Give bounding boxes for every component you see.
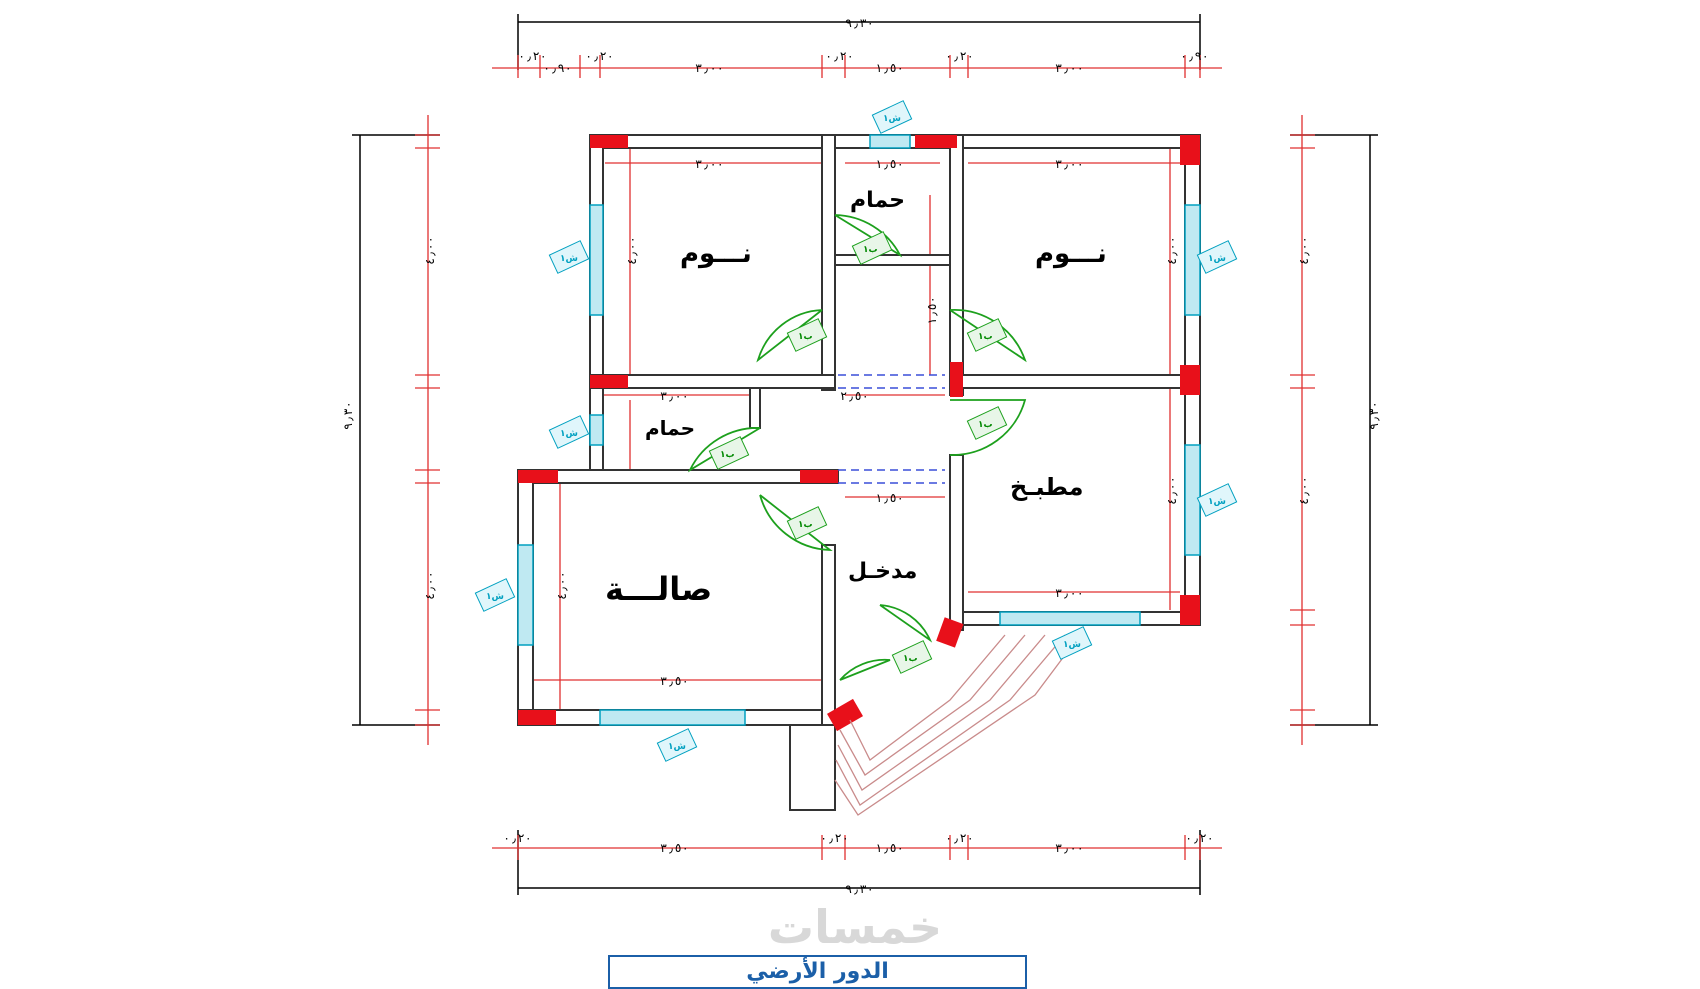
room-label-kitchen: مطبـخ bbox=[1010, 473, 1084, 501]
chain-label: ٤٫٠٠ bbox=[423, 236, 437, 265]
room-label-entrance: مدخـل bbox=[848, 559, 917, 584]
dimension-chains bbox=[415, 55, 1315, 860]
interior-label: ٣٫٠٠ bbox=[1055, 586, 1084, 600]
svg-text:ب١: ب١ bbox=[903, 654, 918, 664]
interior-label: ١٫٥٠ bbox=[875, 491, 904, 505]
chain-label: ٠٫٩٠ bbox=[1180, 49, 1209, 63]
chain-label: ٣٫٠٠ bbox=[1055, 61, 1084, 75]
door-tag: ب١ bbox=[966, 406, 1008, 440]
interior-label: ٢٫٥٠ bbox=[840, 389, 869, 403]
interior-label: ٤٫٠٠ bbox=[1165, 476, 1179, 505]
svg-text:ب١: ب١ bbox=[978, 332, 993, 342]
room-label-bedroom-right: نـــوم bbox=[1035, 239, 1107, 269]
chain-label: ٤٫٠٠ bbox=[1297, 476, 1311, 505]
overall-height-right: ٩٫٣٠ bbox=[1367, 401, 1381, 430]
overall-height-left: ٩٫٣٠ bbox=[341, 401, 355, 430]
window-tag: ش١ bbox=[656, 728, 698, 762]
chain-label: ٠٫٢٠ bbox=[820, 831, 849, 845]
window-tag: ش١ bbox=[548, 415, 590, 449]
interior-label: ٤٫٠٠ bbox=[625, 236, 639, 265]
chain-label: ٠٫٢٠ bbox=[825, 49, 854, 63]
chain-label: ٠٫٩٠ bbox=[543, 61, 572, 75]
svg-text:ب١: ب١ bbox=[798, 332, 813, 342]
room-label-bath-top: حمام bbox=[850, 188, 905, 213]
interior-label: ١٫٥٠ bbox=[875, 157, 904, 171]
plan-title: الدور الأرضي bbox=[608, 955, 1027, 989]
overall-width-bottom: ٩٫٣٠ bbox=[845, 882, 874, 896]
interior-label: ٣٫٠٠ bbox=[1055, 157, 1084, 171]
chain-labels: ٠٫٢٠ ٠٫٩٠ ٠٫٢٠ ٣٫٠٠ ٠٫٢٠ ١٫٥٠ ٠٫٢٠ ٣٫٠٠ … bbox=[423, 49, 1311, 855]
chain-label: ٣٫٥٠ bbox=[660, 841, 689, 855]
openings bbox=[838, 374, 945, 484]
chain-label: ٠٫٢٠ bbox=[1185, 831, 1214, 845]
chain-label: ٤٫٠٠ bbox=[1297, 236, 1311, 265]
window-tag: ش١ bbox=[1051, 626, 1093, 660]
chain-label: ٠٫٢٠ bbox=[503, 831, 532, 845]
interior-label: ٣٫٥٠ bbox=[660, 674, 689, 688]
interior-label: ٣٫٠٠ bbox=[660, 389, 689, 403]
door-tag: ب١ bbox=[891, 640, 933, 674]
interior-label: ٤٫٠٠ bbox=[1165, 236, 1179, 265]
chain-label: ٠٫٢٠ bbox=[585, 49, 614, 63]
interior-label: ٤٫٠٠ bbox=[555, 571, 569, 600]
svg-text:ب١: ب١ bbox=[798, 520, 813, 530]
svg-text:ش١: ش١ bbox=[1208, 254, 1226, 264]
chain-label: ١٫٥٠ bbox=[875, 61, 904, 75]
svg-text:ش١: ش١ bbox=[1208, 497, 1226, 507]
window-tag: ش١ bbox=[1196, 483, 1238, 517]
chain-label: ٠٫٢٠ bbox=[518, 49, 547, 63]
interior-label: ٣٫٠٠ bbox=[695, 157, 724, 171]
walls bbox=[517, 134, 1201, 811]
svg-text:ش١: ش١ bbox=[668, 742, 686, 752]
svg-text:ش١: ش١ bbox=[560, 254, 578, 264]
overall-width-top: ٩٫٣٠ bbox=[845, 16, 874, 30]
chain-label: ٣٫٠٠ bbox=[695, 61, 724, 75]
door-tags: ب١ ب١ ب١ ب١ ب١ ب١ ب١ bbox=[708, 231, 1008, 674]
window-tag: ش١ bbox=[474, 578, 516, 612]
door-swings bbox=[687, 214, 1027, 681]
windows bbox=[517, 134, 1201, 726]
entrance-steps bbox=[834, 634, 1081, 816]
chain-label: ٤٫٠٠ bbox=[423, 571, 437, 600]
room-label-bath-left: حمام bbox=[645, 416, 695, 440]
room-label-hall: صالـــة bbox=[605, 570, 712, 608]
chain-label: ٣٫٠٠ bbox=[1055, 841, 1084, 855]
door-tag: ب١ bbox=[966, 318, 1008, 352]
svg-text:ب١: ب١ bbox=[720, 450, 735, 460]
window-tag: ش١ bbox=[871, 100, 913, 134]
svg-text:ب١: ب١ bbox=[978, 420, 993, 430]
svg-text:ش١: ش١ bbox=[1063, 640, 1081, 650]
chain-label: ١٫٥٠ bbox=[875, 841, 904, 855]
watermark: خمسات bbox=[767, 900, 943, 954]
svg-text:ش١: ش١ bbox=[560, 429, 578, 439]
interior-label: ١٫٥٠ bbox=[925, 296, 939, 325]
door-tag: ب١ bbox=[786, 318, 828, 352]
door-tag: ب١ bbox=[786, 506, 828, 540]
window-tags: ش١ ش١ ش١ ش١ ش١ ش١ ش١ ش١ bbox=[474, 100, 1238, 762]
columns bbox=[518, 135, 1200, 732]
svg-text:ب١: ب١ bbox=[863, 245, 878, 255]
window-tag: ش١ bbox=[1196, 240, 1238, 274]
svg-text:ش١: ش١ bbox=[883, 114, 901, 124]
chain-label: ٠٫٢٠ bbox=[945, 831, 974, 845]
window-tag: ش١ bbox=[548, 240, 590, 274]
door-tag: ب١ bbox=[851, 231, 893, 265]
room-label-bedroom-left: نـــوم bbox=[680, 239, 752, 269]
chain-label: ٠٫٢٠ bbox=[945, 49, 974, 63]
door-tag: ب١ bbox=[708, 436, 750, 470]
svg-text:ش١: ش١ bbox=[486, 592, 504, 602]
